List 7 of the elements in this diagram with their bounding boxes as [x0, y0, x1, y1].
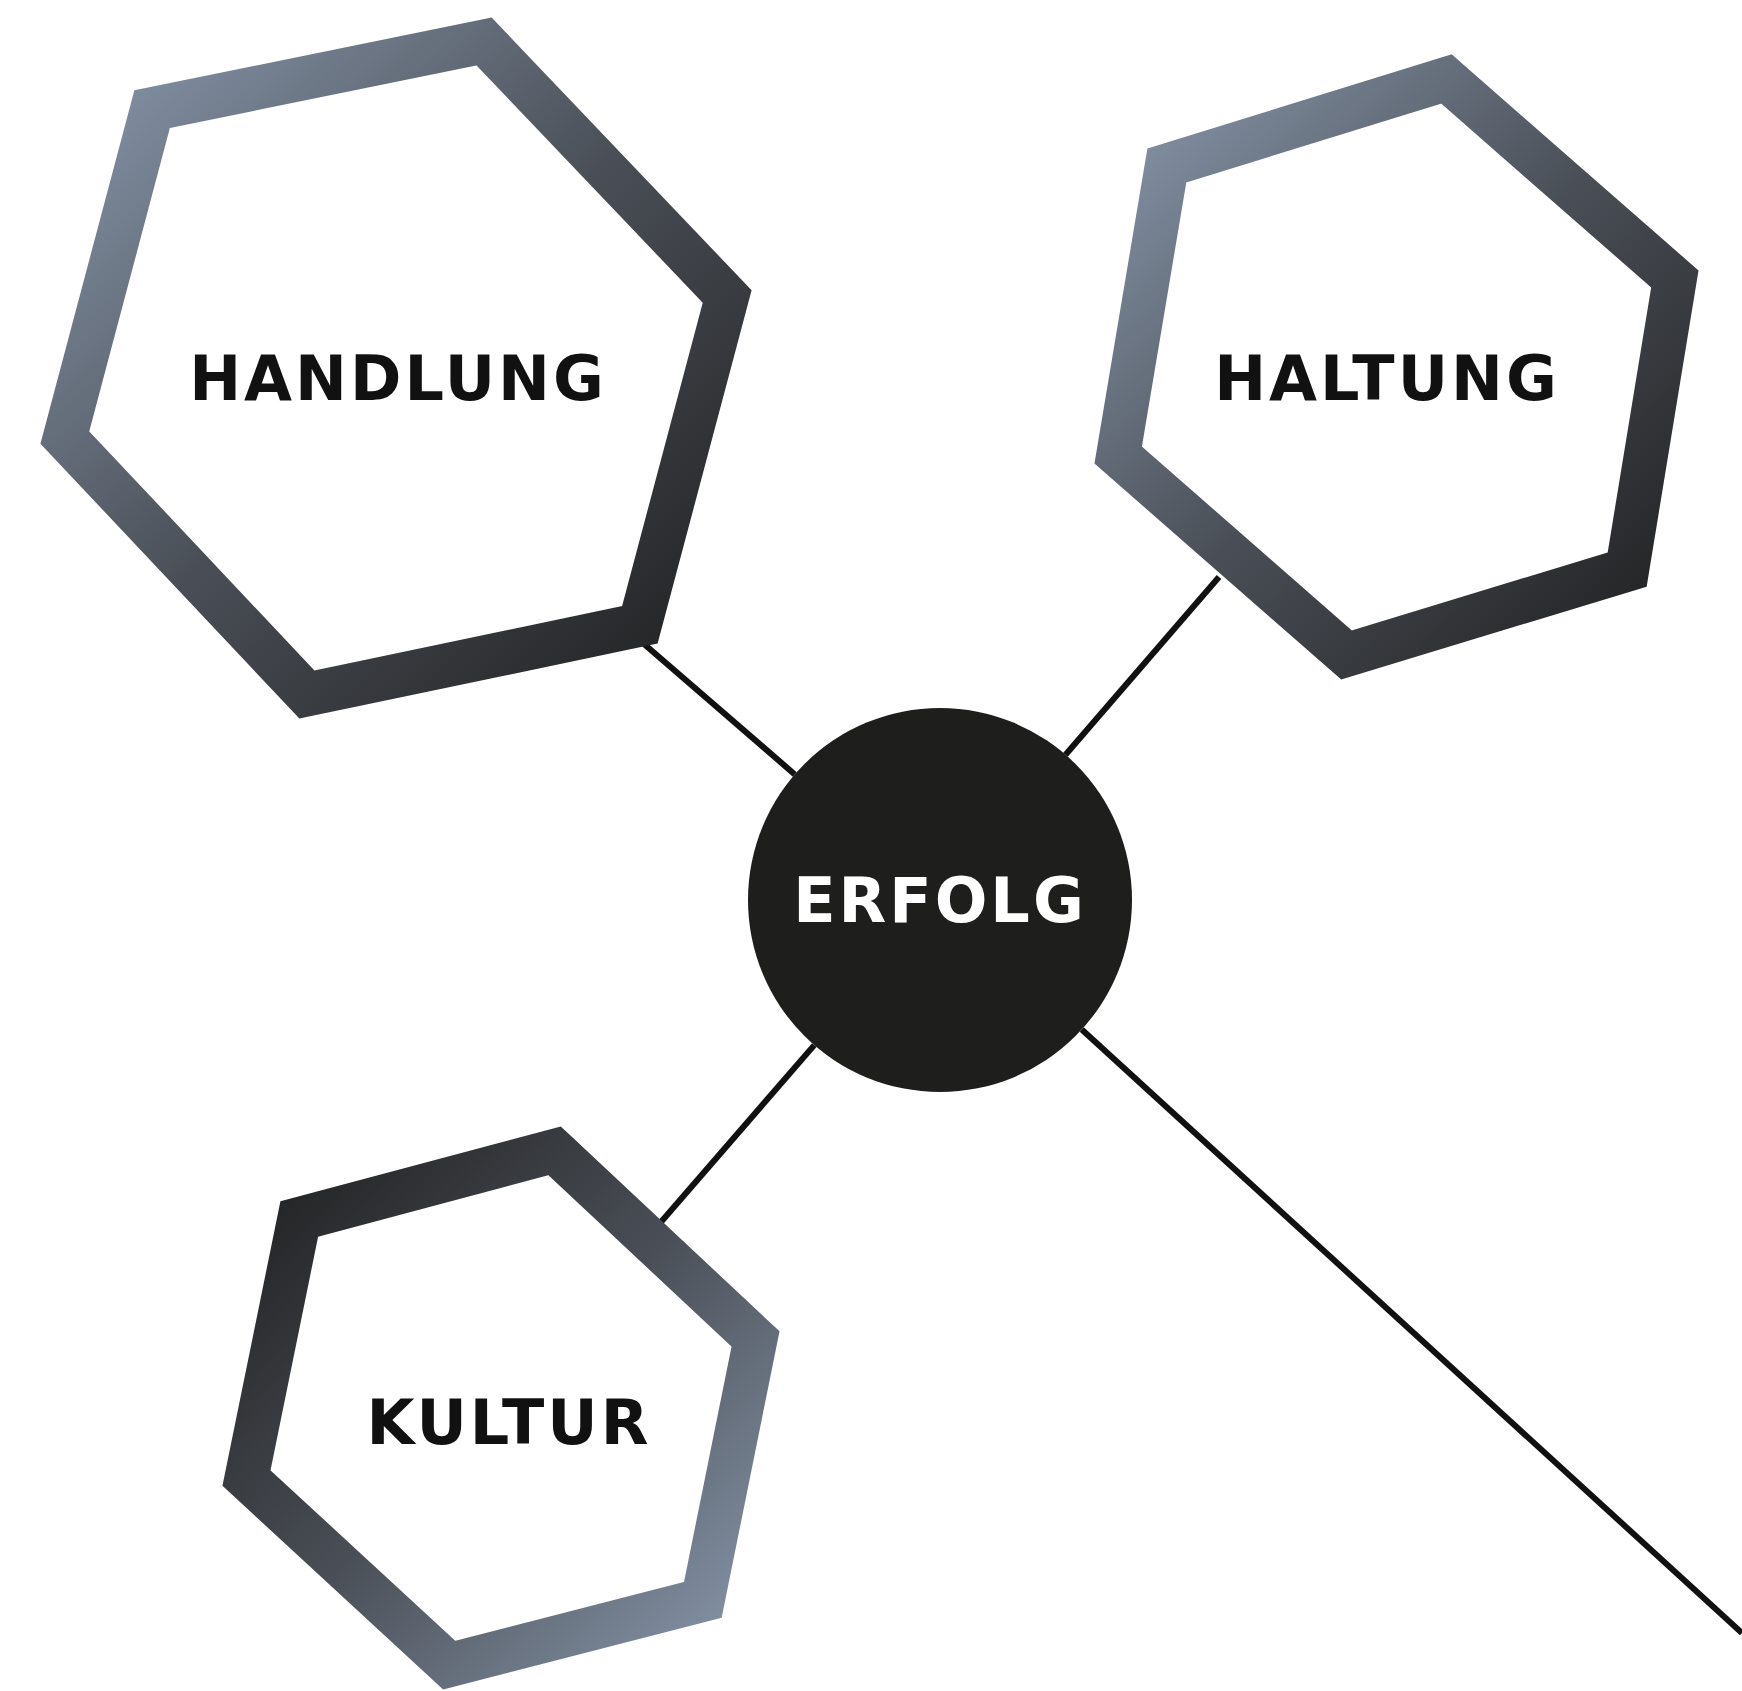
node-label: ERFOLG [793, 863, 1087, 937]
node-label: HALTUNG [1214, 341, 1560, 415]
node-label: KULTUR [366, 1385, 652, 1459]
connector-line [1079, 1027, 1742, 1636]
connector-line [658, 1043, 817, 1224]
connector-line [1063, 575, 1222, 757]
node-label: HANDLUNG [189, 341, 607, 415]
